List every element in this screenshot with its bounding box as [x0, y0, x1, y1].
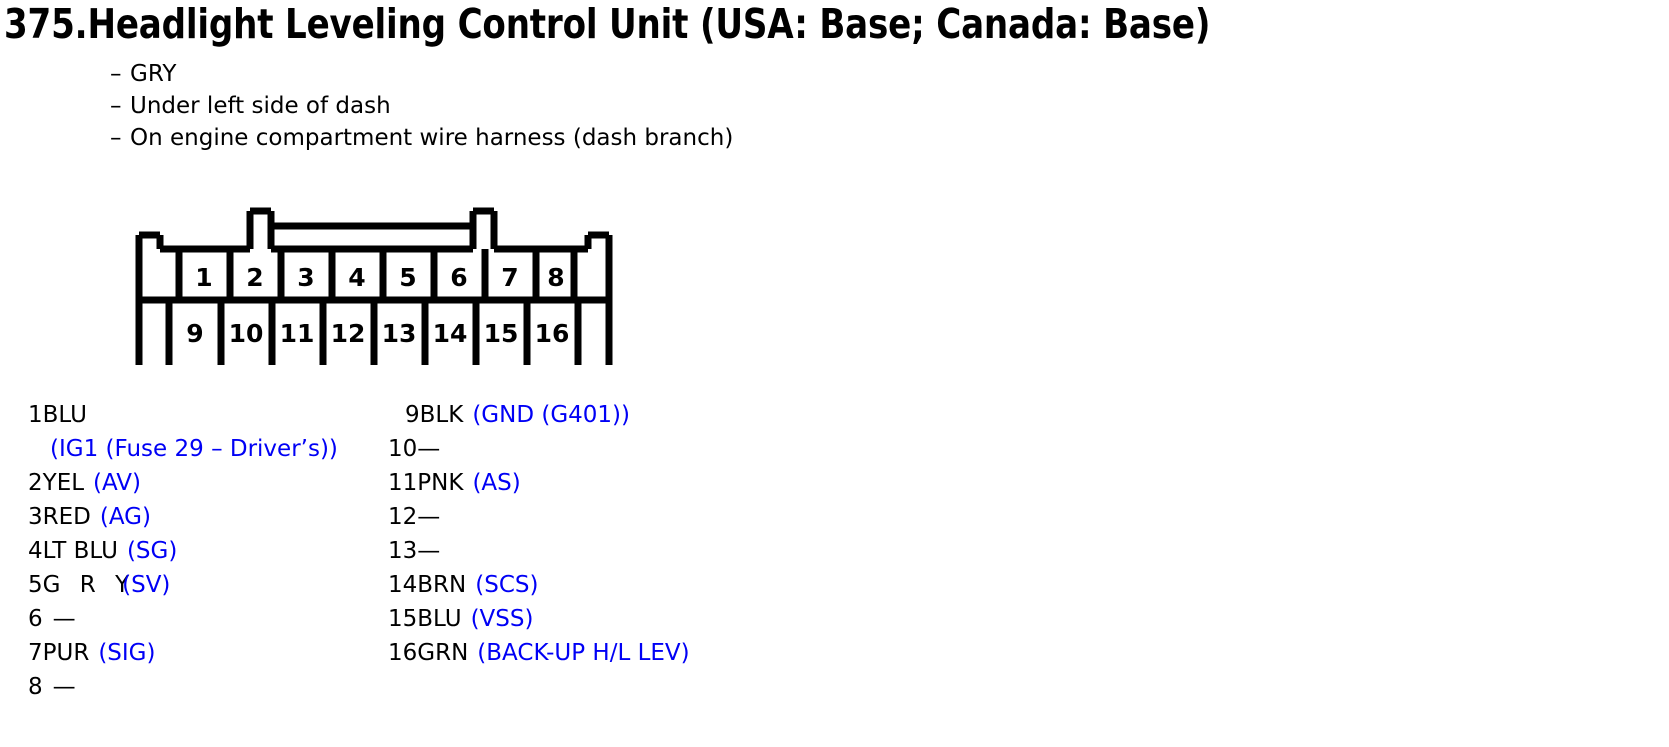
- pin-wire-color: RED: [42, 504, 91, 530]
- dash-marker-icon: –: [110, 61, 122, 87]
- bullet-item-1: – Under left side of dash: [110, 90, 1210, 122]
- pin-row-3: 3RED (AG): [28, 500, 388, 534]
- dash-marker-icon: –: [110, 93, 122, 119]
- connector-pin-label-5: 5: [399, 263, 416, 292]
- connector-pin-label-7: 7: [501, 263, 518, 292]
- pin-wire-color: BLU: [42, 402, 87, 428]
- pin-row-4: 4LT BLU (SG): [28, 534, 388, 568]
- pin-signal-name: (AG): [99, 504, 151, 530]
- connector-pin-label-10: 10: [229, 319, 264, 348]
- connector-pin-label-6: 6: [450, 263, 467, 292]
- pin-number: 3: [28, 504, 43, 530]
- bullet-item-0: – GRY: [110, 58, 1210, 90]
- pin-number: 13: [388, 538, 418, 564]
- pin-signal-name: (AS): [472, 470, 521, 496]
- pin-row-7: 7PUR (SIG): [28, 636, 388, 670]
- pin-row-8: 8—: [28, 670, 388, 704]
- pin-row-13: 13—: [388, 534, 1028, 568]
- pin-wire-color: GRN: [417, 640, 469, 666]
- pin-number: 16: [388, 640, 418, 666]
- pin-number: 1: [28, 402, 43, 428]
- pin-number: 9: [405, 402, 420, 428]
- pin-empty-dash: —: [417, 436, 441, 462]
- connector-pin-label-3: 3: [297, 263, 314, 292]
- pin-signal-name: (SIG): [98, 640, 156, 666]
- pin-row-14: 14BRN (SCS): [388, 568, 1028, 602]
- pin-number: 7: [28, 640, 43, 666]
- connector-pin-label-2: 2: [246, 263, 263, 292]
- pin-signal-name: (IG1 (Fuse 29 – Driver’s)): [50, 436, 338, 462]
- pin-wire-color: PUR: [42, 640, 90, 666]
- pin-row-15: 15BLU (VSS): [388, 602, 1028, 636]
- pin-empty-dash: —: [52, 606, 76, 632]
- pin-number: 12: [388, 504, 418, 530]
- pin-wire-color: LT BLU: [42, 538, 118, 564]
- pin-empty-dash: —: [417, 538, 441, 564]
- pin-empty-dash: —: [52, 674, 76, 700]
- pin-signal-name: (SCS): [475, 572, 539, 598]
- pin-row-6: 6—: [28, 602, 388, 636]
- connector-pin-label-4: 4: [348, 263, 365, 292]
- bullet-label: GRY: [130, 61, 177, 87]
- connector-pin-label-8: 8: [547, 263, 564, 292]
- bullet-item-2: – On engine compartment wire harness (da…: [110, 122, 1210, 154]
- pin-number: 2: [28, 470, 43, 496]
- connector-pin-label-9: 9: [186, 319, 203, 348]
- pin-list-right: 9BLK(GND (G401)) 10— 11PNK(AS) 12— 13— 1…: [388, 398, 1028, 670]
- description-bullet-list: – GRY – Under left side of dash – On eng…: [110, 58, 1210, 154]
- connector-pin-label-14: 14: [433, 319, 468, 348]
- pin-signal-name: (GND (G401)): [472, 402, 630, 428]
- pin-number: 11: [388, 470, 418, 496]
- pin-wire-color: PNK: [417, 470, 464, 496]
- pin-wire-color: BRN: [417, 572, 467, 598]
- pin-signal-name: (SV): [122, 572, 171, 598]
- pin-wire-color: G R Y: [42, 572, 136, 598]
- page-title: 375.Headlight Leveling Control Unit (USA…: [4, 0, 1211, 48]
- pin-wire-color: BLK: [419, 402, 464, 428]
- pin-assignment-lists: 1BLU (IG1 (Fuse 29 – Driver’s)) 2YEL(AV)…: [0, 398, 1669, 728]
- connector-pin-label-15: 15: [484, 319, 519, 348]
- bullet-label: Under left side of dash: [130, 93, 391, 119]
- connector-pin-label-13: 13: [382, 319, 417, 348]
- connector-svg: 1 2 3 4 5 6 7 8 9 10 11 12 13 14 15 16: [135, 207, 613, 365]
- pin-row-16: 16GRN (BACK-UP H/L LEV): [388, 636, 1028, 670]
- connector-pin-label-11: 11: [280, 319, 315, 348]
- pin-number: 6: [28, 606, 43, 632]
- pin-number: 5: [28, 572, 43, 598]
- pin-empty-dash: —: [417, 504, 441, 530]
- dash-marker-icon: –: [110, 125, 122, 151]
- connector-pin-label-1: 1: [195, 263, 212, 292]
- pin-wire-color: YEL: [42, 470, 85, 496]
- pin-signal-name: (BACK-UP H/L LEV): [477, 640, 690, 666]
- pin-number: 14: [388, 572, 418, 598]
- pin-number: 8: [28, 674, 43, 700]
- connector-pin-label-16: 16: [535, 319, 570, 348]
- pin-row-2: 2YEL (AV): [28, 466, 388, 500]
- pin-signal-name: (SG): [126, 538, 178, 564]
- pin-row-11: 11PNK (AS): [388, 466, 1028, 500]
- connector-pin-label-12: 12: [331, 319, 366, 348]
- pin-number: 15: [388, 606, 418, 632]
- pin-row-1: 1BLU (IG1 (Fuse 29 – Driver’s)): [28, 398, 388, 466]
- pin-signal-name: (AV): [93, 470, 141, 496]
- connector-diagram: 1 2 3 4 5 6 7 8 9 10 11 12 13 14 15 16: [133, 203, 633, 368]
- pin-row-12: 12—: [388, 500, 1028, 534]
- pin-wire-color: BLU: [417, 606, 462, 632]
- pin-number: 10: [388, 436, 418, 462]
- pin-row-5: 5G R Y(SV): [28, 568, 388, 602]
- pin-row-9: 9BLK (GND (G401)): [388, 398, 1028, 432]
- pin-signal-name: (VSS): [470, 606, 534, 632]
- bullet-label: On engine compartment wire harness (dash…: [130, 125, 734, 151]
- pin-row-10: 10—: [388, 432, 1028, 466]
- pin-number: 4: [28, 538, 43, 564]
- pin-list-left: 1BLU (IG1 (Fuse 29 – Driver’s)) 2YEL (AV)…: [28, 398, 388, 704]
